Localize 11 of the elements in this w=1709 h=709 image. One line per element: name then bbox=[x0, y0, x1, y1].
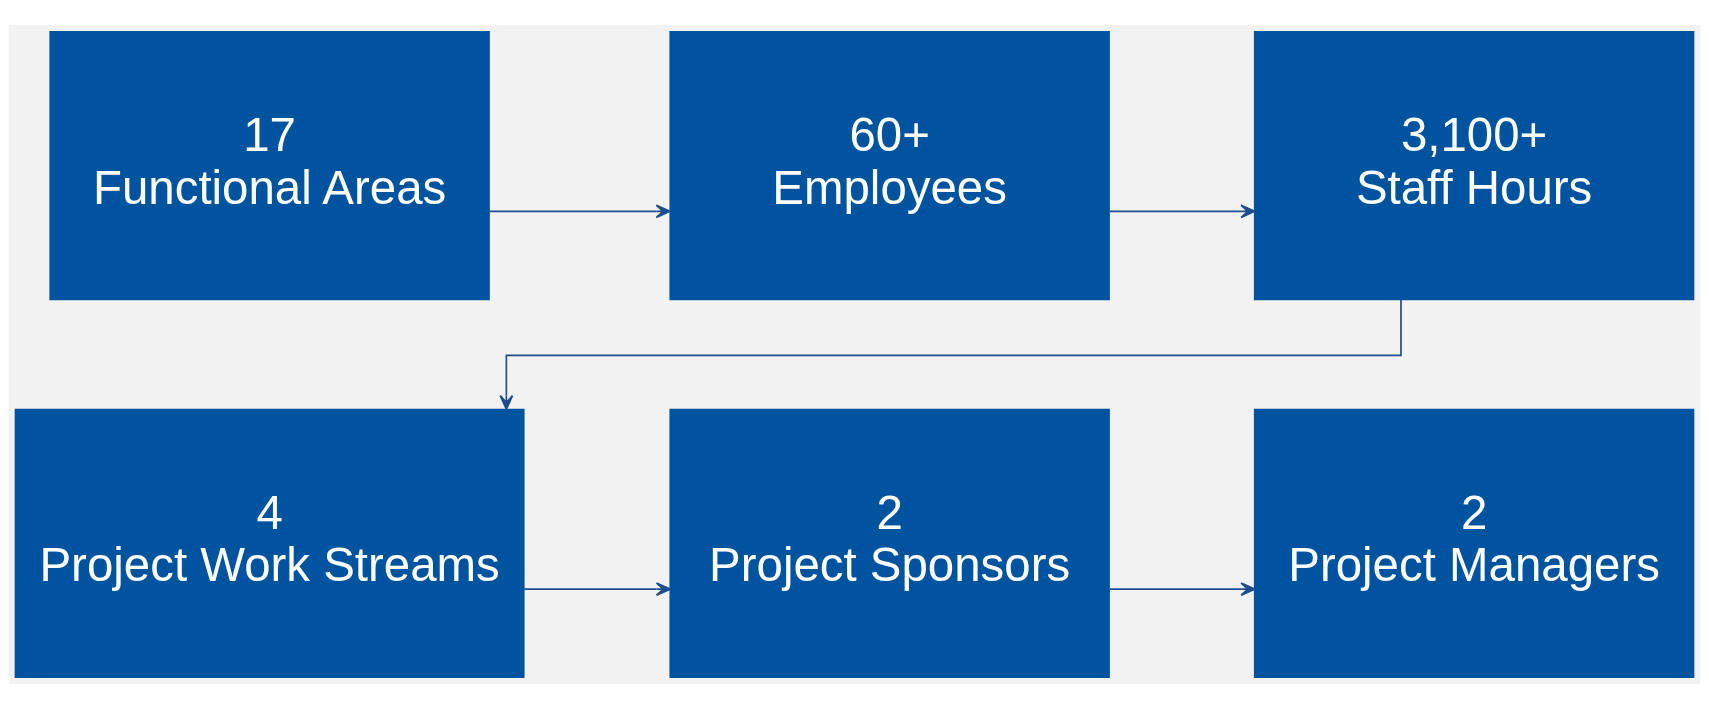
node-box: 4 Project Work Streams bbox=[14, 408, 525, 679]
node-box: 2 Project Managers bbox=[1253, 408, 1695, 679]
arrow bbox=[1108, 204, 1256, 219]
node-box: 60+ Employees bbox=[669, 30, 1110, 301]
arrow bbox=[1108, 582, 1256, 597]
node-box: 3,100+ Staff Hours bbox=[1253, 30, 1695, 301]
arrow bbox=[488, 204, 671, 219]
node-box: 17 Functional Areas bbox=[49, 30, 490, 301]
arrow bbox=[523, 582, 671, 597]
arrow bbox=[499, 298, 1402, 411]
node-box: 2 Project Sponsors bbox=[669, 408, 1110, 679]
